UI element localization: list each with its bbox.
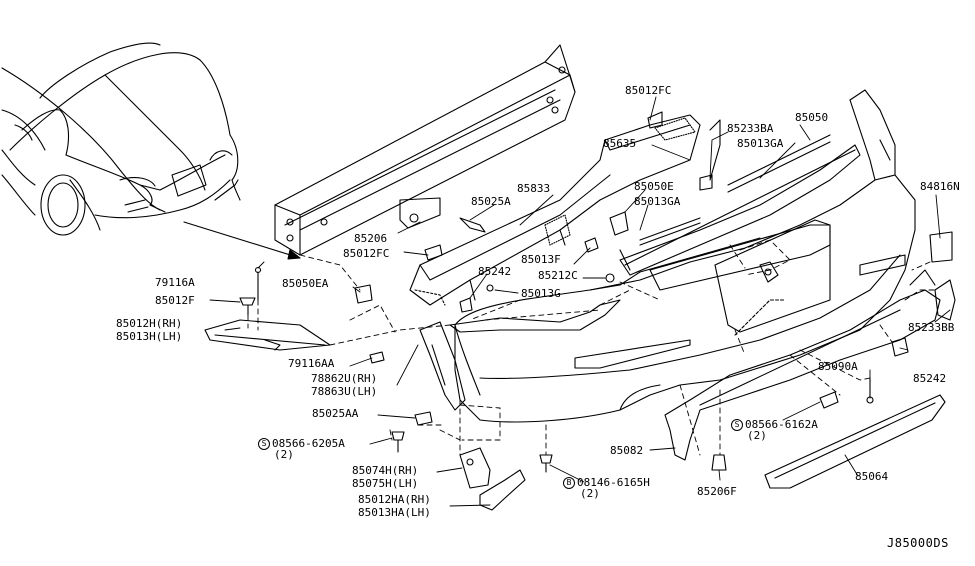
label-08566-6205a: 08566-6205A	[272, 437, 345, 450]
label-85025a: 85025A	[471, 195, 511, 208]
label-85012fc-top: 85012FC	[625, 84, 672, 97]
symbol-s-6205a: S	[258, 438, 270, 450]
upper-garnish	[619, 119, 861, 276]
label-85013ga: 85013GA	[634, 195, 681, 208]
lower-bracket	[459, 447, 526, 511]
label-85242-right: 85242	[913, 372, 947, 385]
symbol-s-6162a: S	[731, 419, 743, 431]
energy-absorber	[409, 114, 701, 306]
label-08146-6165h-qty: (2)	[580, 487, 600, 500]
label-85013h: 85013H(LH)	[116, 330, 183, 343]
diagram-code: J85000DS	[887, 536, 949, 550]
label-85090a: 85090A	[818, 360, 858, 373]
label-78862u: 78862U(RH)	[311, 372, 378, 385]
dashed-guides	[247, 239, 936, 456]
symbol-b-6165h: B	[563, 477, 575, 489]
label-84816n: 84816N	[920, 180, 960, 193]
label-85012fc: 85012FC	[343, 247, 390, 260]
label-85025aa: 85025AA	[312, 407, 359, 420]
leader-lines	[209, 96, 951, 507]
label-08566-6162a-qty: (2)	[747, 429, 767, 442]
bumper-reinforcement	[274, 44, 576, 256]
bumper-fascia	[454, 89, 916, 423]
label-85082: 85082	[610, 444, 644, 457]
label-85012f: 85012F	[155, 294, 195, 307]
label-85012h: 85012H(RH)	[116, 317, 183, 330]
label-08146-6165h: 08146-6165H	[577, 476, 650, 489]
label-85233bb: 85233BB	[908, 321, 955, 334]
license-plate-area	[714, 219, 831, 333]
side-bracket-upper	[449, 299, 621, 333]
label-85013g: 85013G	[521, 287, 561, 300]
label-08566-6162a: 08566-6162A	[745, 418, 818, 431]
label-85833: 85833	[517, 182, 551, 195]
label-85206: 85206	[354, 232, 388, 245]
rear-diffuser	[664, 269, 941, 461]
label-85074h: 85074H(RH)	[352, 464, 419, 477]
label-08566-6205a-qty: (2)	[274, 448, 294, 461]
label-85206f: 85206F	[697, 485, 737, 498]
label-79116a: 79116A	[155, 276, 195, 289]
side-bracket-right	[929, 231, 956, 321]
side-bracket-lh	[204, 319, 331, 351]
location-arrow	[183, 221, 301, 259]
label-85064: 85064	[855, 470, 889, 483]
label-85050e: 85050E	[634, 180, 674, 193]
label-85012ha: 85012HA(RH)	[358, 493, 431, 506]
label-85233ba: 85233BA	[727, 122, 774, 135]
label-85242-top: 85242	[478, 265, 512, 278]
label-85050ea: 85050EA	[282, 277, 329, 290]
label-85013f: 85013F	[521, 253, 561, 266]
label-78863u: 78863U(LH)	[311, 385, 378, 398]
label-79116aa: 79116AA	[288, 357, 335, 370]
label-85075h: 85075H(LH)	[352, 477, 419, 490]
label-85013ga-top: 85013GA	[737, 137, 784, 150]
car-rear-illustration	[1, 42, 241, 236]
label-85212c: 85212C	[538, 269, 578, 282]
label-85013ha: 85013HA(LH)	[358, 506, 431, 519]
label-85050: 85050	[795, 111, 829, 124]
lower-garnish	[764, 394, 946, 489]
fasteners	[239, 111, 909, 473]
label-85635: 85635	[603, 137, 637, 150]
